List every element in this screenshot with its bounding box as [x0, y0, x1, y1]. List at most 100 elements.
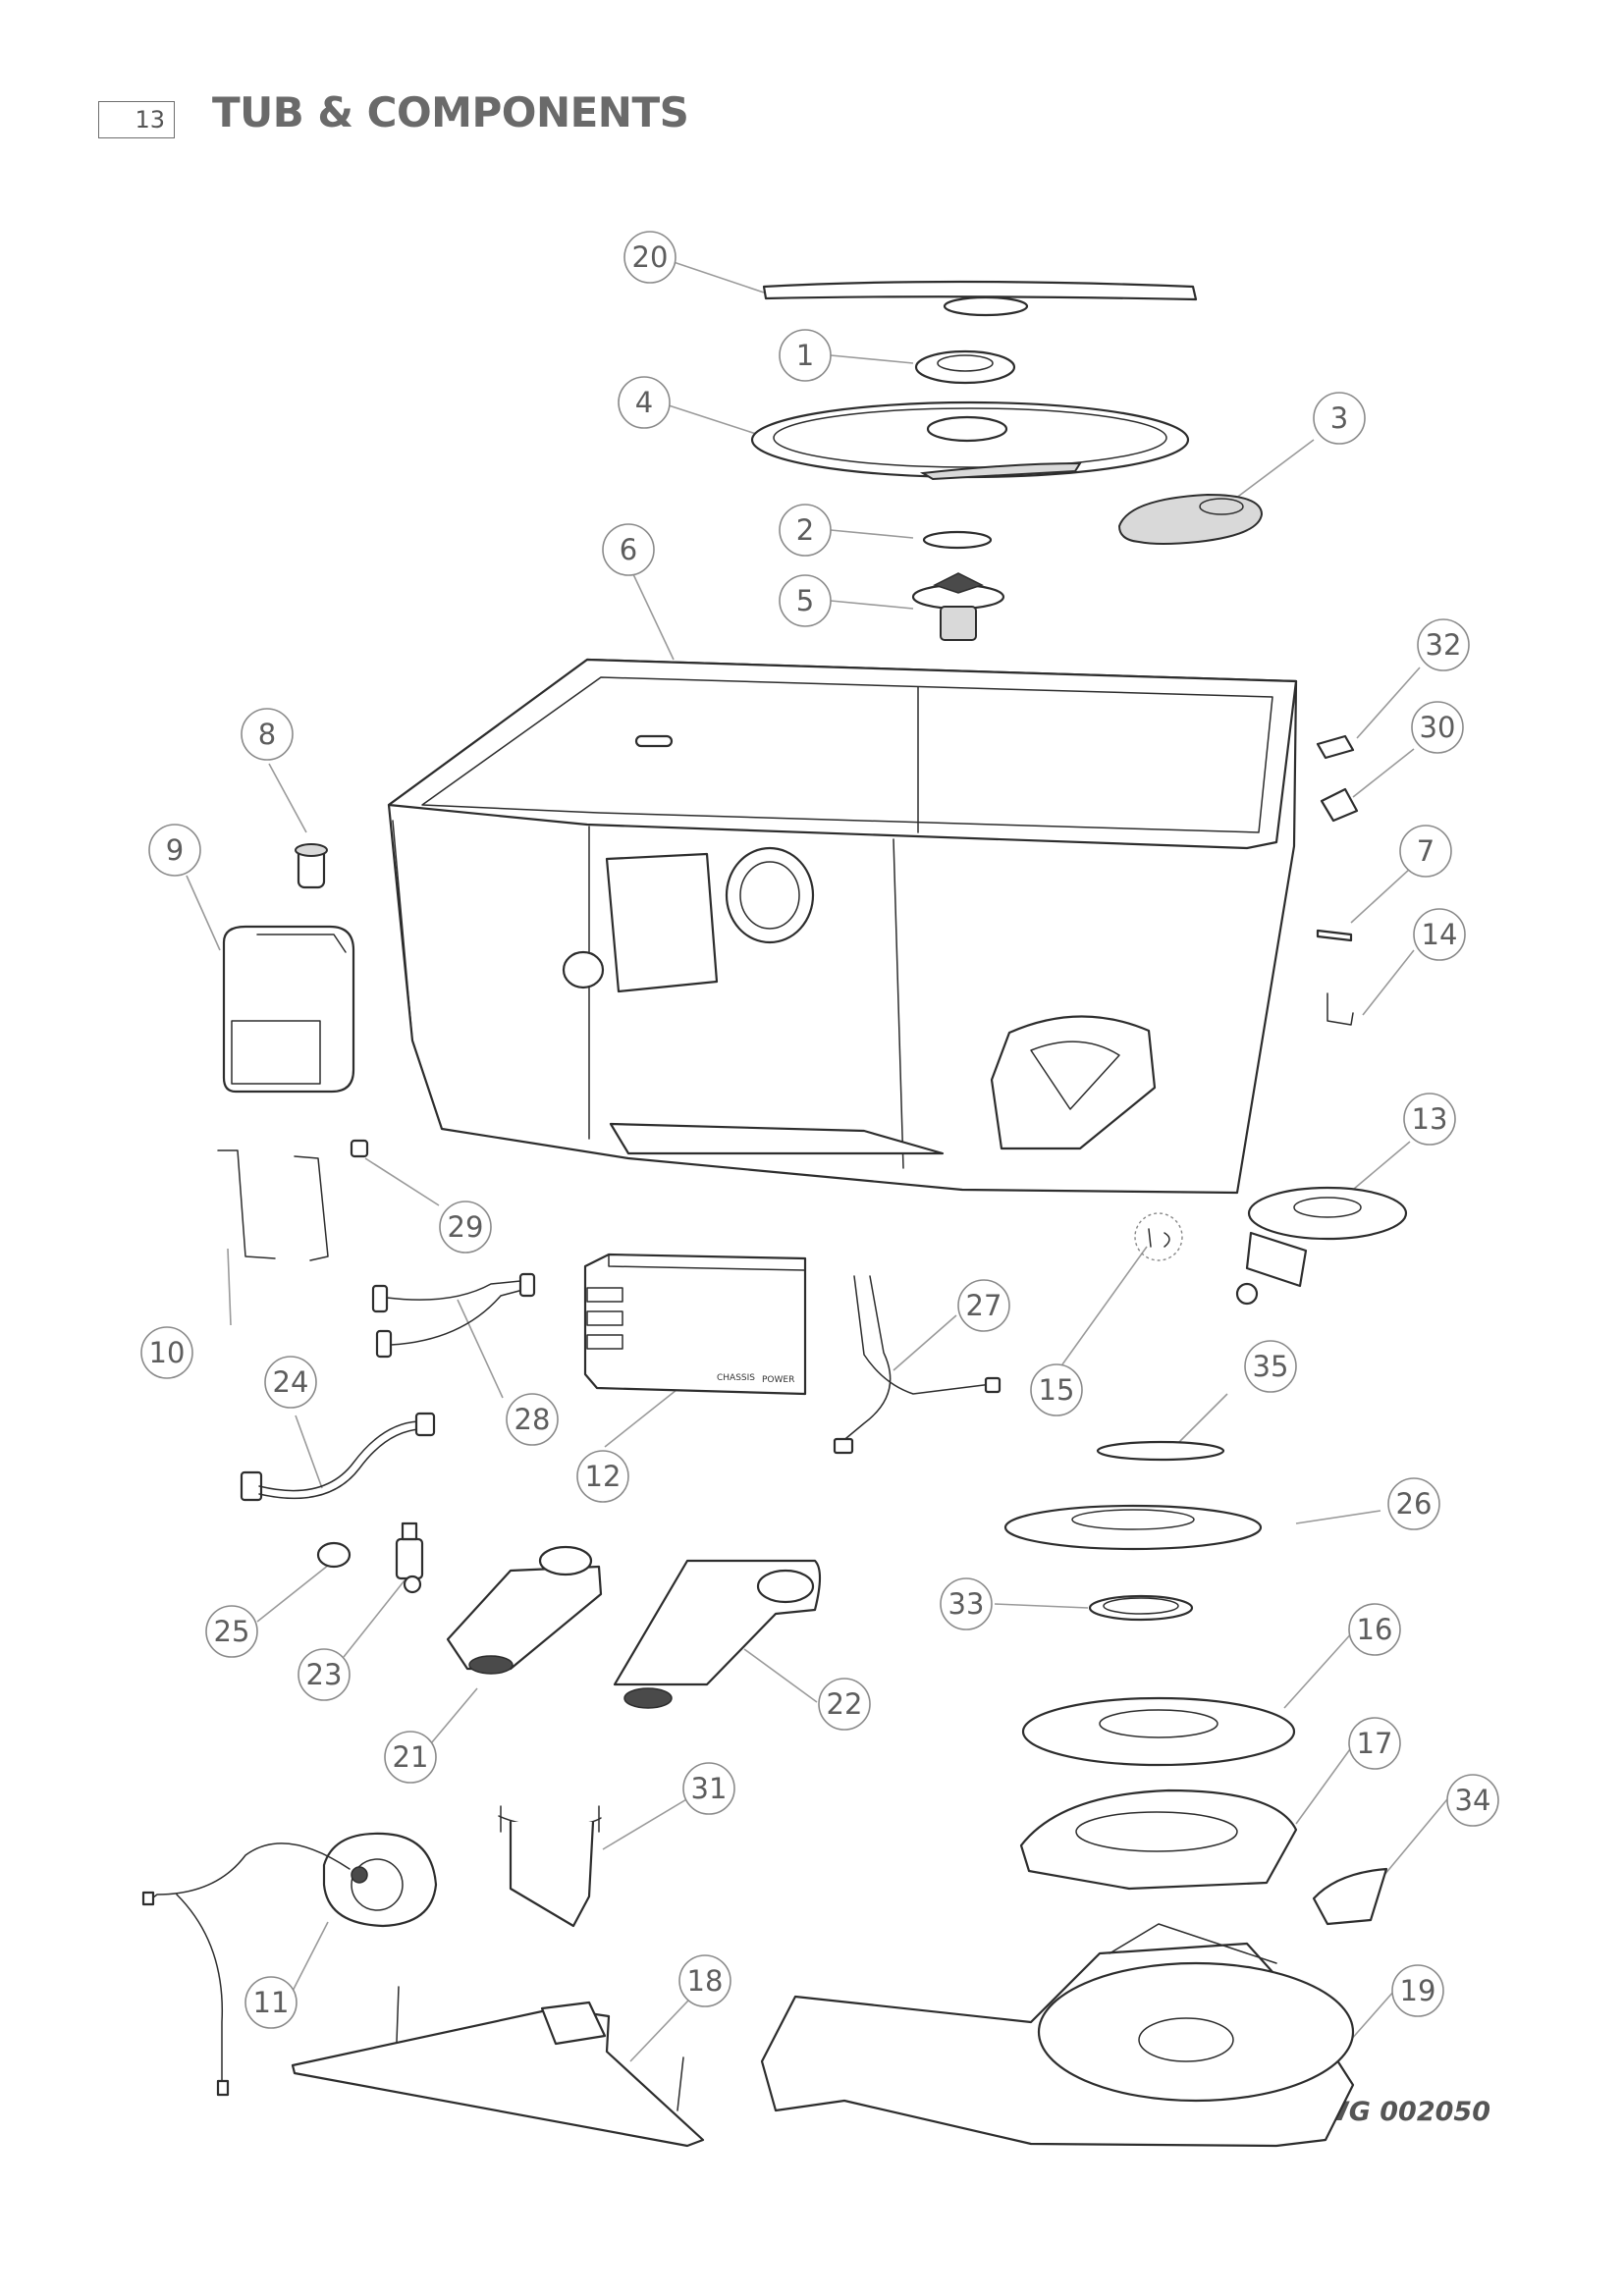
svg-text:21: 21 — [393, 1740, 429, 1774]
part-duct-22 — [613, 1559, 822, 1709]
callout-6: 6 — [602, 523, 655, 576]
svg-text:22: 22 — [827, 1687, 863, 1721]
part-wiring-27 — [833, 1275, 1001, 1455]
svg-text:28: 28 — [514, 1403, 551, 1436]
part-upper-spray-arm — [762, 280, 1198, 317]
part-filter-plate — [750, 400, 1190, 481]
part-cable-24 — [240, 1412, 436, 1502]
callout-23: 23 — [298, 1648, 351, 1701]
part-sump-seal — [1003, 1504, 1263, 1551]
svg-text:19: 19 — [1400, 1974, 1436, 2007]
svg-text:23: 23 — [306, 1658, 343, 1691]
pcb-chassis-label: CHASSIS — [717, 1373, 755, 1383]
callout-7: 7 — [1399, 825, 1452, 878]
part-base-cover — [1021, 1696, 1296, 1767]
svg-text:3: 3 — [1330, 401, 1348, 435]
callout-16: 16 — [1348, 1603, 1401, 1656]
part-seal-ring — [922, 530, 993, 550]
part-base-frame — [1019, 1789, 1298, 1891]
svg-text:35: 35 — [1253, 1350, 1289, 1383]
svg-text:34: 34 — [1455, 1784, 1491, 1817]
part-valve-23 — [395, 1522, 424, 1594]
part-air-break — [295, 843, 328, 889]
leader-lines — [186, 260, 1448, 2062]
svg-text:30: 30 — [1420, 711, 1456, 744]
callout-27: 27 — [957, 1279, 1010, 1332]
part-drain-pump — [1235, 1186, 1408, 1306]
callout-32: 32 — [1417, 618, 1470, 671]
page-number: 13 — [98, 101, 175, 138]
callout-21: 21 — [384, 1731, 437, 1784]
svg-text:24: 24 — [273, 1365, 309, 1399]
callout-8: 8 — [241, 708, 294, 761]
callout-12: 12 — [576, 1450, 629, 1503]
part-hose-clip — [1134, 1212, 1183, 1261]
part-fan-motor — [141, 1832, 438, 2097]
callout-18: 18 — [678, 1954, 731, 2007]
callout-35: 35 — [1244, 1340, 1297, 1393]
svg-text:4: 4 — [635, 386, 653, 419]
page-title: TUB & COMPONENTS — [212, 88, 689, 136]
svg-text:31: 31 — [691, 1772, 728, 1805]
pcb-power-label: POWER — [762, 1375, 794, 1385]
svg-text:12: 12 — [585, 1460, 622, 1493]
callout-19: 19 — [1391, 1964, 1444, 2017]
callout-28: 28 — [506, 1393, 559, 1446]
callout-26: 26 — [1387, 1477, 1440, 1530]
svg-text:11: 11 — [253, 1986, 290, 2019]
svg-text:20: 20 — [632, 240, 669, 274]
part-bracket-31 — [498, 1805, 602, 1928]
part-spray-arm-mount — [914, 349, 1016, 385]
part-cap-25 — [316, 1541, 352, 1569]
callout-13: 13 — [1403, 1093, 1456, 1146]
part-filter-cup — [1117, 493, 1264, 545]
svg-text:29: 29 — [448, 1210, 484, 1244]
svg-text:18: 18 — [687, 1964, 724, 1998]
svg-text:14: 14 — [1422, 918, 1458, 951]
svg-text:2: 2 — [796, 513, 814, 547]
part-diverter-21 — [446, 1545, 603, 1675]
part-float-34 — [1312, 1867, 1388, 1926]
callout-31: 31 — [682, 1762, 735, 1815]
svg-text:15: 15 — [1039, 1373, 1075, 1407]
callout-1: 1 — [779, 329, 832, 382]
svg-text:32: 32 — [1426, 628, 1462, 662]
part-pad-30 — [1320, 787, 1359, 823]
part-power-board: CHASSIS POWER — [583, 1253, 807, 1396]
svg-text:17: 17 — [1357, 1727, 1393, 1760]
callout-17: 17 — [1348, 1717, 1401, 1770]
callout-2: 2 — [779, 504, 832, 557]
callout-22: 22 — [818, 1678, 871, 1731]
callout-24: 24 — [264, 1356, 317, 1409]
part-ring-33 — [1088, 1594, 1194, 1622]
callout-25: 25 — [205, 1605, 258, 1658]
svg-text:8: 8 — [258, 718, 276, 751]
part-harness-28 — [371, 1272, 536, 1359]
part-sump-unit — [911, 572, 1005, 641]
part-nut — [350, 1139, 369, 1158]
svg-text:16: 16 — [1357, 1613, 1393, 1646]
svg-text:9: 9 — [166, 833, 184, 867]
svg-text:10: 10 — [149, 1336, 186, 1369]
callout-29: 29 — [439, 1201, 492, 1254]
svg-text:27: 27 — [966, 1289, 1002, 1322]
svg-text:25: 25 — [214, 1615, 250, 1648]
callout-9: 9 — [148, 824, 201, 877]
callout-30: 30 — [1411, 701, 1464, 754]
part-clip-32 — [1316, 734, 1355, 760]
part-base-19 — [760, 1923, 1355, 2148]
svg-text:26: 26 — [1396, 1487, 1433, 1521]
callout-15: 15 — [1030, 1363, 1083, 1416]
callout-11: 11 — [244, 1976, 298, 2029]
part-frame-rails — [217, 1149, 329, 1261]
svg-text:1: 1 — [796, 339, 814, 372]
svg-text:6: 6 — [620, 533, 637, 566]
part-gasket-35 — [1096, 1440, 1225, 1462]
svg-text:13: 13 — [1412, 1102, 1448, 1136]
part-base-rail — [291, 1986, 705, 2148]
part-pin-7 — [1316, 929, 1353, 942]
part-controller-module — [222, 925, 355, 1094]
callout-20: 20 — [623, 231, 677, 284]
callout-4: 4 — [618, 376, 671, 429]
